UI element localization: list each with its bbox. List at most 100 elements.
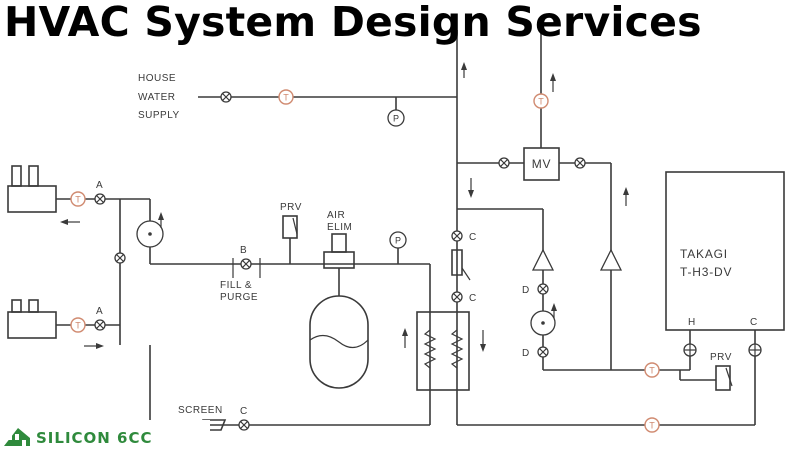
up-arrow-icon (550, 73, 556, 81)
air-eliminator-body (323, 251, 355, 269)
upper-temperature-gauge: T (70, 191, 86, 207)
port-c-label: C (750, 317, 758, 328)
prv-lever (725, 367, 733, 387)
supply-temperature-gauge: T (278, 89, 294, 105)
up-arrow-icon (402, 328, 408, 336)
valve-c-upper-icon (451, 230, 463, 242)
upper-manifold (7, 185, 57, 213)
fill-purge-label-line1: FILL & (220, 280, 252, 291)
manifold-port (11, 299, 22, 313)
upper-temperature-symbol: T (75, 195, 81, 205)
valve-d-upper-label: D (522, 285, 530, 296)
valve-a-lower-label: A (96, 306, 103, 317)
bottom-temperature-symbol: T (649, 421, 655, 431)
down-arrow-icon (468, 190, 474, 198)
riser-temperature-gauge: T (533, 93, 549, 109)
manifold-port (28, 165, 39, 187)
house-label-line1: HOUSE (138, 73, 176, 84)
screen-label: SCREEN (178, 405, 223, 416)
up-arrow-icon (551, 303, 557, 311)
page-title: HVAC System Design Services (4, 0, 702, 46)
prv-left-group: PRV (280, 202, 301, 264)
water-heater-box (665, 171, 785, 331)
prv-right-label: PRV (710, 352, 732, 363)
manifold-port (11, 165, 22, 187)
tank-diaphragm (309, 334, 369, 349)
valve-c-screen-icon (238, 419, 250, 431)
supply-valve-icon (220, 91, 232, 103)
valve-c-lower-label: C (469, 293, 477, 304)
loop-temperature-gauge: T (644, 362, 660, 378)
supply-temperature-symbol: T (283, 93, 289, 103)
pump-center (541, 321, 545, 325)
fill-purge-label-line2: PURGE (220, 292, 258, 303)
valve-d-lower-icon (537, 346, 549, 358)
house-water-supply-group: HOUSE WATER SUPPLY T P (138, 73, 457, 127)
bottom-temperature-gauge: T (644, 417, 660, 433)
mixing-valve-label: MV (532, 157, 552, 171)
air-elim-label-line1: AIR (327, 210, 345, 221)
prv-right-icon (715, 365, 731, 391)
port-h-label: H (688, 317, 696, 328)
lower-temperature-symbol: T (75, 321, 81, 331)
valve-c-lower-icon (451, 291, 463, 303)
mv-right-valve-icon (574, 157, 586, 169)
valve-c-upper-label: C (469, 232, 477, 243)
check-valve-icon (599, 248, 623, 271)
valve-a-upper-label: A (96, 180, 103, 191)
logo-text: SILICON 6CC (36, 429, 153, 447)
check-valve-icon (531, 248, 555, 271)
heater-hot-union-icon (683, 343, 697, 357)
valve-a-upper-icon (94, 193, 106, 205)
air-elim-label-line2: ELIM (327, 222, 352, 233)
heater-cold-union-icon (748, 343, 762, 357)
air-eliminator-top (331, 233, 347, 253)
hx-coil-left (423, 329, 437, 369)
valve-b-icon (240, 258, 252, 270)
upper-manifold-group: T A (7, 165, 150, 225)
lower-manifold-group: T A (7, 299, 120, 349)
heat-exchanger-group (402, 264, 486, 425)
horizontal-pressure-gauge: P (389, 231, 407, 264)
logo-backdrop (0, 420, 210, 450)
building-logo-icon (4, 428, 30, 446)
supply-pressure-symbol: P (393, 114, 399, 124)
bottom-return-group: T SCREEN C (119, 325, 755, 433)
fill-purge-group: B FILL & PURGE (220, 245, 261, 303)
left-vertical-valve-icon (114, 252, 126, 264)
up-arrow-icon (623, 187, 629, 195)
main-riser-group: T (456, 30, 556, 425)
heater-label-line1: TAKAGI (680, 247, 728, 261)
pressure-gauge-icon (389, 231, 407, 249)
secondary-loop-group: D D T (522, 209, 690, 378)
lower-manifold (7, 311, 57, 339)
mixing-valve-box (523, 147, 560, 181)
watermark-logo: SILICON 6CC (0, 420, 210, 450)
up-arrow-icon (158, 212, 164, 220)
strainer-leg (461, 267, 471, 281)
loop-temperature-symbol: T (649, 366, 655, 376)
riser-valves-group: C C (451, 208, 543, 304)
prv-lever (292, 217, 298, 235)
air-eliminator-group: AIR ELIM (309, 210, 369, 389)
pump-center (148, 232, 152, 236)
valve-a-lower-icon (94, 319, 106, 331)
valve-d-lower-label: D (522, 348, 530, 359)
manifold-port (28, 299, 39, 313)
valve-b-label: B (240, 245, 247, 256)
expansion-tank (309, 295, 369, 389)
hx-coil-right (450, 329, 464, 369)
heater-label-line2: T-H3-DV (680, 265, 732, 279)
riser-temperature-symbol: T (538, 97, 544, 107)
house-label-line3: SUPPLY (138, 110, 180, 121)
pressure-symbol: P (395, 236, 401, 246)
house-label-line2: WATER (138, 92, 176, 103)
supply-pressure-gauge: P (387, 109, 405, 127)
valve-c-screen-label: C (240, 406, 248, 417)
lower-temperature-gauge: T (70, 317, 86, 333)
left-arrow-icon (60, 219, 68, 225)
valve-d-upper-icon (537, 283, 549, 295)
mv-left-valve-icon (498, 157, 510, 169)
right-arrow-icon (96, 343, 104, 349)
